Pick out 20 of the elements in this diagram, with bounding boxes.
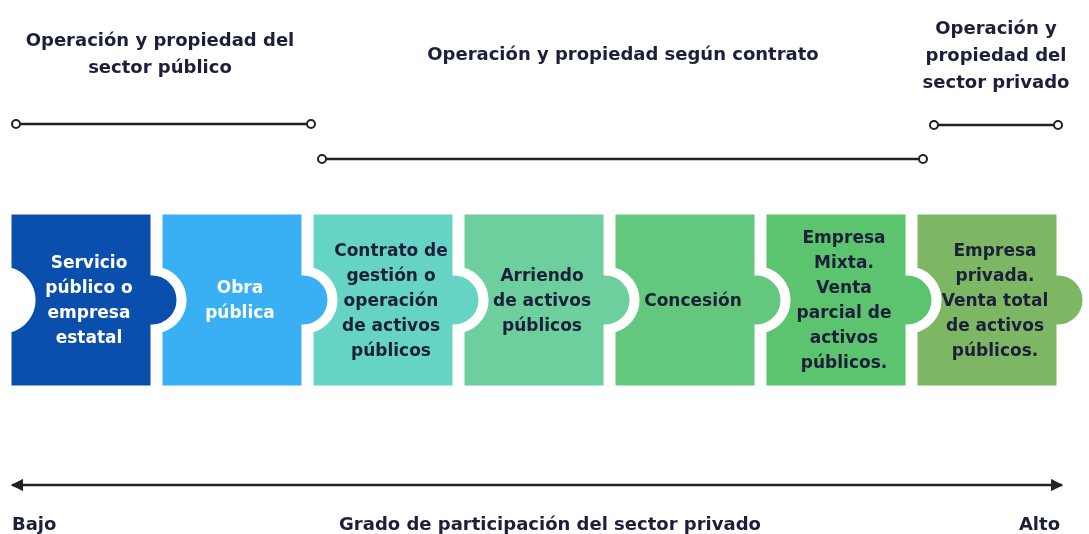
axis-label: Alto: [1017, 512, 1060, 534]
range-heading: Operación y propiedad del sector privado: [921, 16, 1071, 94]
range-heading: Operación y propiedad del sector público: [24, 28, 296, 79]
piece-label: Concesión: [643, 288, 743, 312]
axis-label: Bajo: [12, 512, 58, 534]
axis-title: Grado de participación del sector privado: [338, 512, 762, 534]
range-heading: Operación y propiedad según contrato: [426, 42, 820, 66]
puzzle-piece: [765, 213, 933, 387]
puzzle-piece: [614, 213, 782, 387]
piece-label: Empresa privada. Venta total de activos públicos.: [940, 238, 1050, 362]
puzzle-piece: [463, 213, 631, 387]
piece-label: Contrato de gestión o operación de activos públicos: [333, 238, 449, 362]
piece-label: Obra pública: [204, 276, 276, 324]
piece-label: Servicio público o empresa estatal: [44, 251, 134, 349]
puzzle-piece: [916, 213, 1084, 387]
puzzle-piece: [312, 213, 480, 387]
puzzle-piece: [161, 213, 329, 387]
puzzle-piece: [10, 213, 178, 387]
piece-label: Arriendo de activos públicos: [492, 263, 592, 337]
piece-label: Empresa Mixta. Venta parcial de activos públicos.: [795, 226, 893, 374]
